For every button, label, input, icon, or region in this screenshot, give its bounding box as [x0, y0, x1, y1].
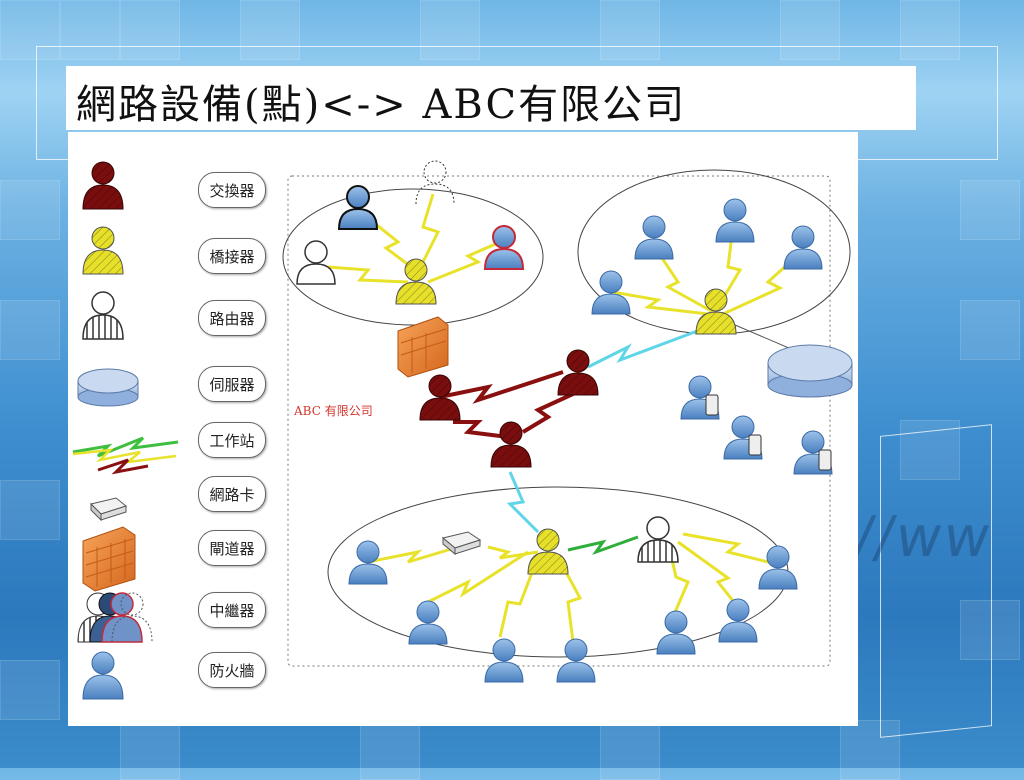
workstation-dark [337, 185, 379, 230]
server-disc [767, 344, 853, 398]
workstation-tr-2 [715, 198, 755, 243]
title-bar [66, 66, 916, 130]
legend-firewall-icon [82, 526, 136, 592]
link-green [567, 535, 639, 555]
legend-label-repeater: 中繼器 [198, 592, 266, 628]
workstation-b-3 [484, 638, 524, 683]
legend-bridge-icon [82, 226, 124, 275]
legend-label-switch: 交換器 [198, 172, 266, 208]
company-boundary [287, 175, 831, 667]
lan-group-top-left [282, 188, 544, 326]
company-label: ABC 有限公司 [294, 404, 373, 418]
bridge-top-right [695, 288, 737, 335]
slide-title: 網路設備(點)<-> ABC有限公司 [76, 82, 687, 128]
switch-core-left [419, 374, 461, 421]
workstation-dashed [415, 160, 455, 205]
legend-switch-icon [82, 161, 124, 210]
workstation-tr-3 [783, 225, 823, 270]
firewall-main [397, 316, 449, 378]
switch-core-bottom [490, 421, 532, 468]
bridge-top-left [395, 258, 437, 305]
links-top-left [327, 193, 501, 284]
workstation-tr-4 [591, 270, 631, 315]
legend-label-workstation: 工作站 [198, 422, 266, 458]
switch-core-right [557, 349, 599, 396]
legend-router-icon [82, 291, 124, 340]
legend-label-gateway: 閘道器 [198, 530, 266, 566]
bridge-bottom [527, 528, 569, 575]
decor-frame-laptop [880, 424, 992, 738]
phone-user-3 [793, 430, 833, 475]
workstation-b-6 [718, 598, 758, 643]
router-bottom [637, 516, 679, 563]
legend-label-bridge: 橋接器 [198, 238, 266, 274]
workstation-b-2 [408, 600, 448, 645]
workstation-b-1 [348, 540, 388, 585]
links-core [439, 370, 574, 439]
workstation-b-4 [556, 638, 596, 683]
legend-label-server: 伺服器 [198, 366, 266, 402]
diagram-panel: 交換器 橋接器 路由器 伺服器 工作站 網路卡 閘道器 中繼器 防火牆 ABC … [68, 132, 858, 726]
phone-user-2 [723, 415, 763, 460]
legend-network-card-icon [90, 497, 128, 522]
workstation-b-7 [758, 545, 798, 590]
legend-lightning-icon [72, 436, 179, 475]
workstation-red-outline [483, 225, 525, 270]
legend-label-network-card: 網路卡 [198, 476, 266, 512]
legend-label-firewall: 防火牆 [198, 652, 266, 688]
workstation-white [296, 240, 336, 285]
legend-repeater-icon [77, 592, 153, 643]
workstation-b-5 [656, 610, 696, 655]
network-card-bottom [441, 531, 482, 556]
legend-label-router: 路由器 [198, 300, 266, 336]
legend-server-icon [77, 368, 139, 407]
workstation-tr-1 [634, 215, 674, 260]
legend-workstation-icon [82, 651, 124, 700]
network-diagram [72, 160, 853, 700]
links-bottom [367, 532, 769, 643]
phone-user-1 [680, 375, 720, 420]
links-cyan [506, 325, 709, 534]
